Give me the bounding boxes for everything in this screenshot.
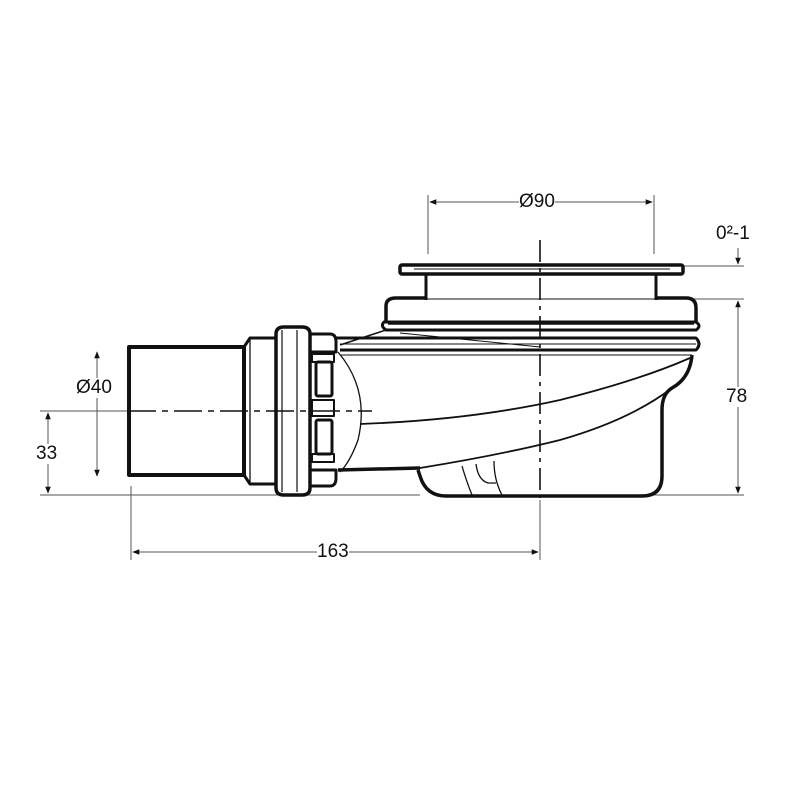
center-lines: [128, 240, 541, 498]
drain-body: [127, 263, 701, 498]
outlet-axis-height-label: 33: [36, 443, 58, 464]
outlet-diameter-label: Ø40: [76, 377, 112, 398]
body-height-label: 78: [726, 386, 748, 407]
grate-plate: [398, 263, 685, 276]
dimension-lines: [40, 195, 744, 560]
outlet-length-label: 163: [317, 541, 349, 562]
grate-offset-label: 0²-1: [716, 223, 750, 244]
grate-diameter-label: Ø90: [519, 191, 555, 212]
outlet-pipe: [127, 345, 246, 477]
